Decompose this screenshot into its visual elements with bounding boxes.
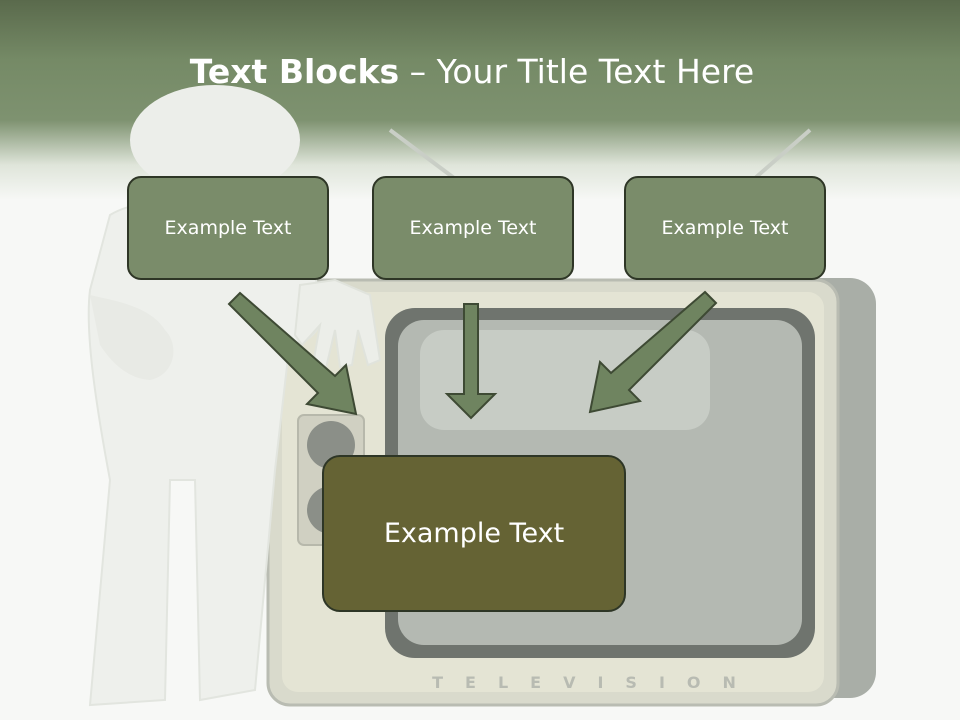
slide-title: Text Blocks – Your Title Text Here bbox=[0, 52, 944, 91]
main-text-block[interactable]: Example Text bbox=[322, 455, 626, 612]
arrow-right bbox=[588, 290, 718, 414]
figure-hand-on-tv bbox=[293, 278, 382, 374]
text-block-2[interactable]: Example Text bbox=[372, 176, 574, 280]
title-rest: – Your Title Text Here bbox=[399, 52, 755, 91]
figure-head bbox=[130, 85, 300, 195]
arrow-center bbox=[444, 303, 498, 420]
text-block-1[interactable]: Example Text bbox=[127, 176, 329, 280]
title-bold: Text Blocks bbox=[189, 52, 400, 91]
tv-brand-text: TELEVISION bbox=[432, 673, 758, 692]
figure-thumb-hand bbox=[90, 295, 174, 380]
text-block-3[interactable]: Example Text bbox=[624, 176, 826, 280]
arrow-left bbox=[227, 291, 358, 416]
